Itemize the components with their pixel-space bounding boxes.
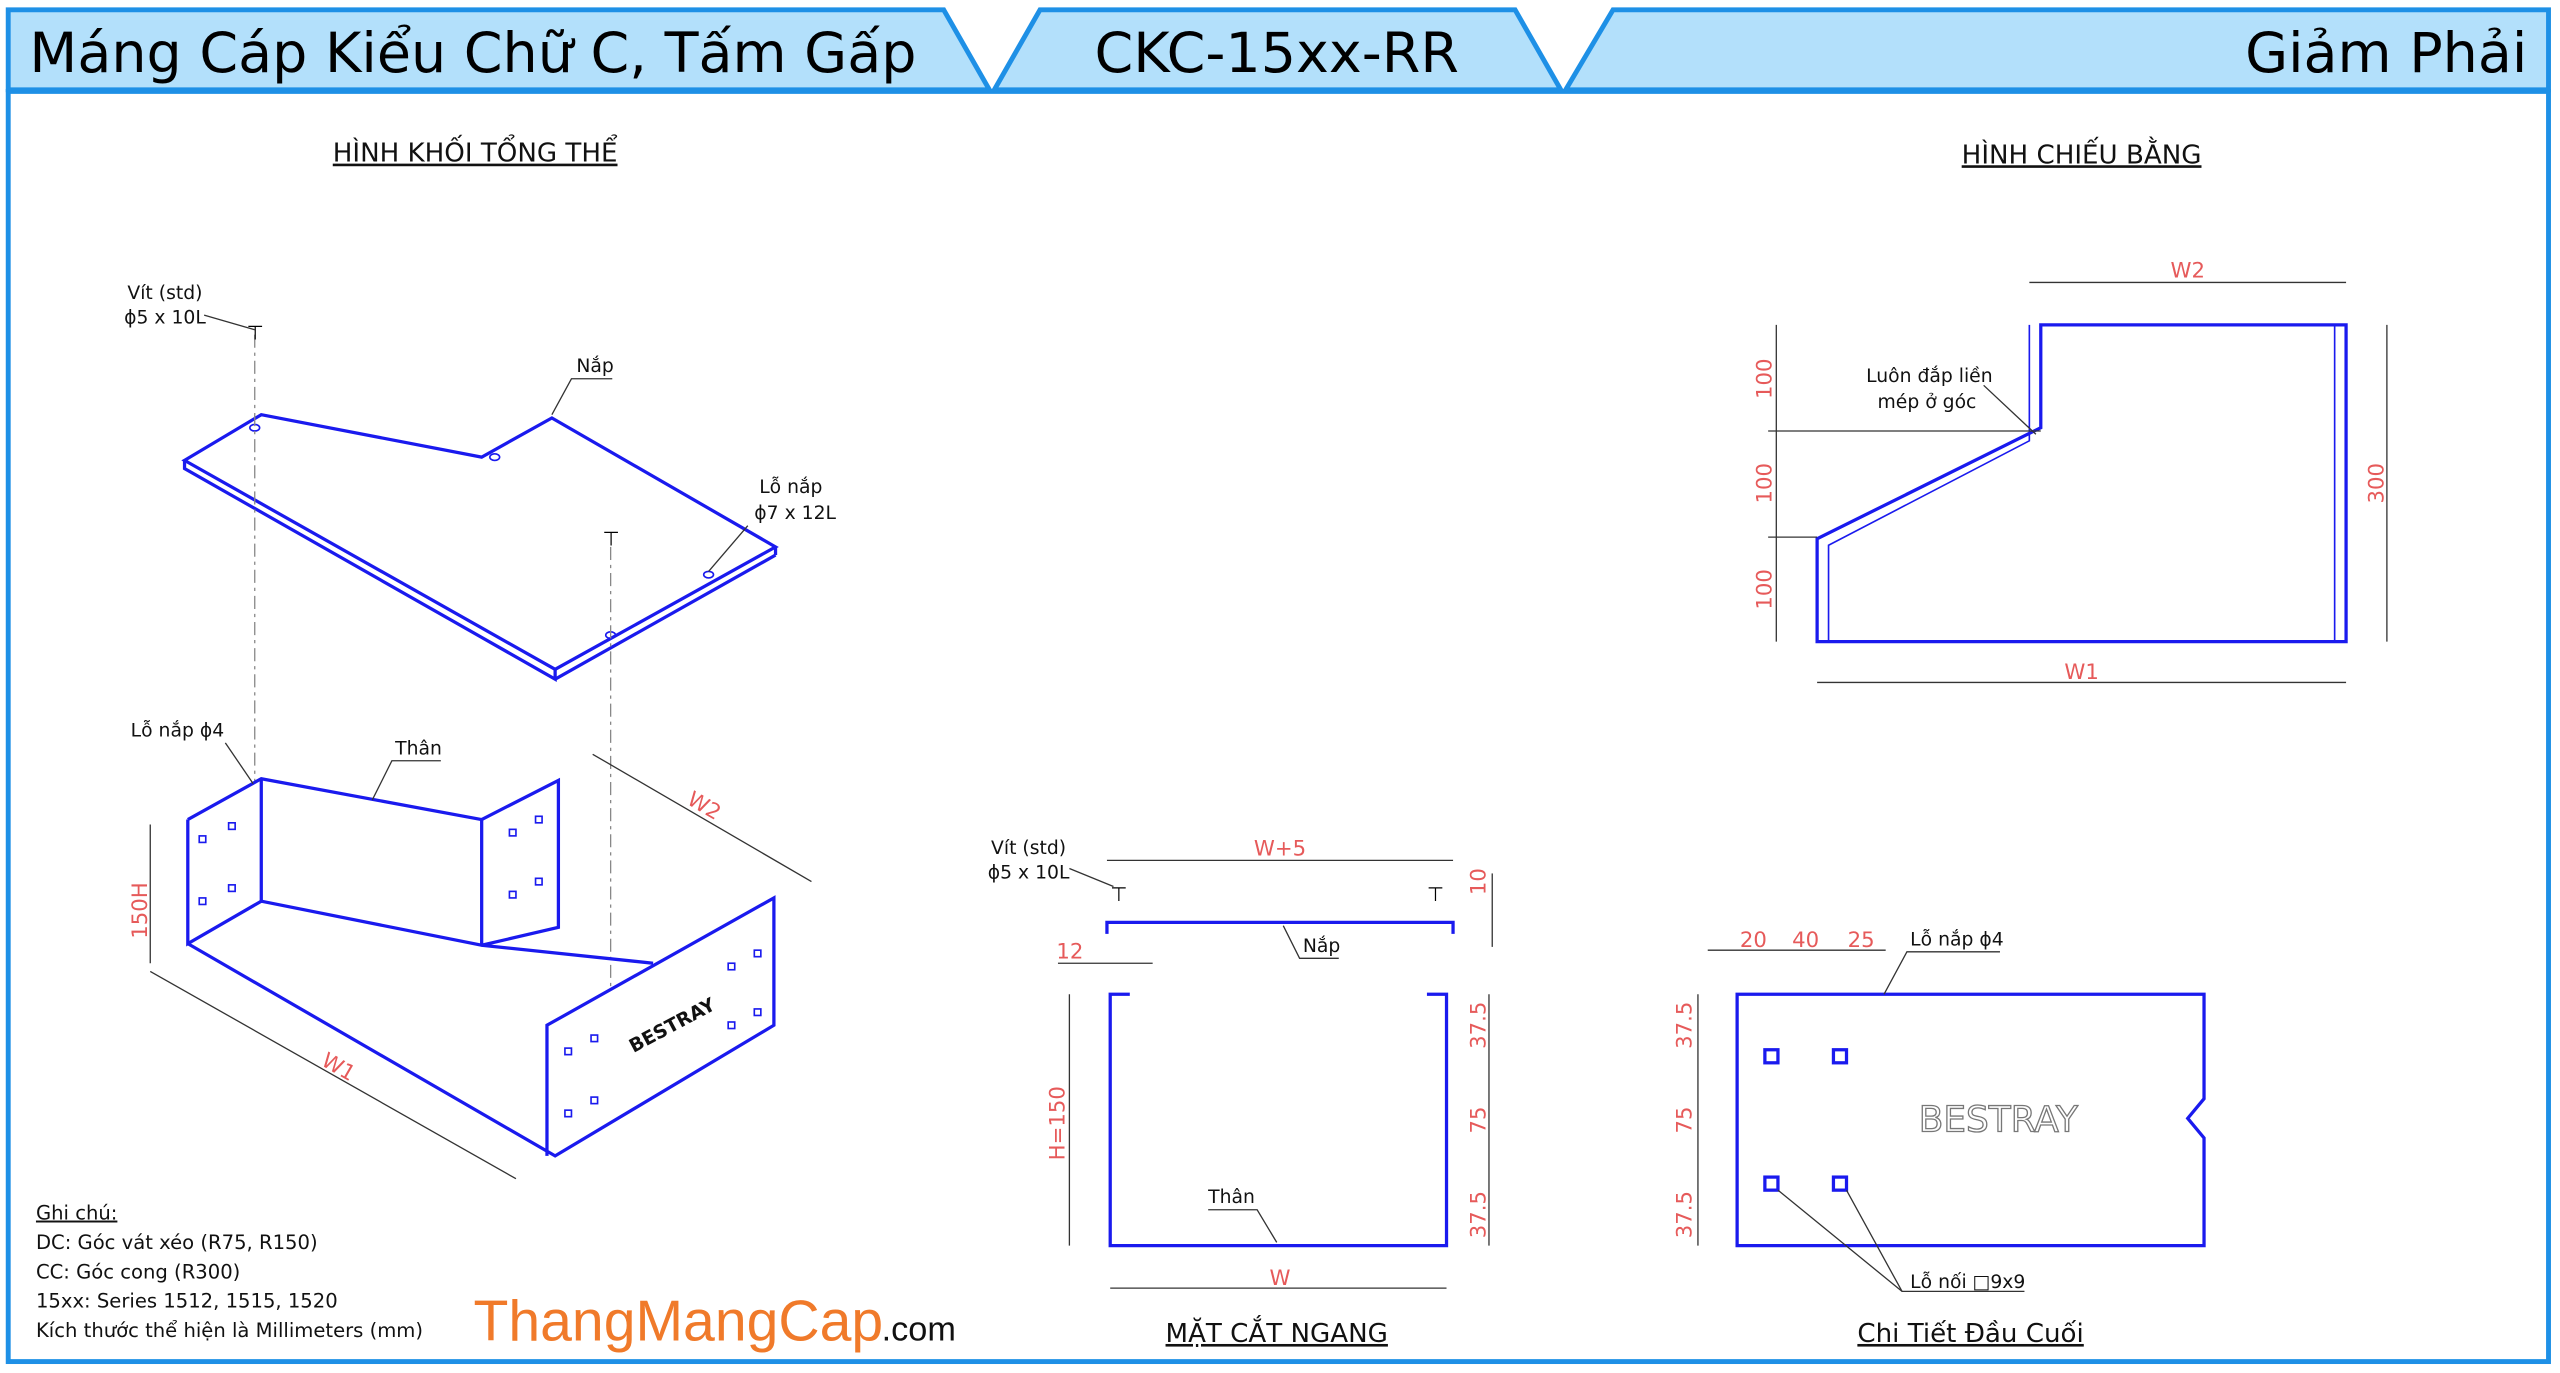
body-hole-label: Lỗ nắp ϕ4	[131, 718, 225, 741]
tray-body	[186, 777, 561, 947]
screw-icon: ⊤	[247, 322, 264, 345]
plan-dim-100-bottom: 100	[1752, 569, 1777, 610]
cover-plate	[181, 412, 779, 672]
dim-75: 75	[1467, 1106, 1492, 1133]
dim-w1: W1	[317, 1048, 359, 1087]
cover-hole-size-label: ϕ7 x 12L	[754, 503, 836, 524]
plan-outline	[1815, 323, 2348, 644]
note-line: DC: Góc vát xéo (R75, R150)	[36, 1231, 318, 1254]
dim-h: H=150	[1045, 1086, 1070, 1160]
section-body	[1108, 992, 1449, 1248]
logo-suffix: .com	[882, 1310, 956, 1348]
corner-note-2: mép ở góc	[1878, 392, 1977, 413]
note-line: Kích thước thể hiện là Millimeters (mm)	[36, 1319, 423, 1342]
plan-view: HÌNH CHIẾU BẰNG W2 W1 300 100 100 100 Lu…	[1752, 135, 2389, 685]
dim-w: W	[1270, 1266, 1291, 1291]
plan-dim-300: 300	[2365, 463, 2390, 504]
screw-label: Vít (std)	[127, 283, 202, 304]
plan-dim-w2: W2	[2170, 259, 2204, 284]
plan-dim-100-top: 100	[1752, 359, 1777, 400]
section-body-label: Thân	[1207, 1187, 1255, 1208]
end-detail-title: Chi Tiết Đầu Cuối	[1857, 1319, 2083, 1349]
section-cover-label: Nắp	[1303, 934, 1340, 957]
dim-25: 25	[1848, 928, 1875, 953]
end-plate	[1735, 992, 2206, 1248]
product-code: CKC-15xx-RR	[1095, 21, 1459, 86]
dim-20: 20	[1740, 928, 1767, 953]
iso-view-title: HÌNH KHỐI TỔNG THỂ	[333, 134, 618, 169]
dim-37-5-top: 37.5	[1467, 1002, 1492, 1049]
screw-size-label: ϕ5 x 10L	[124, 307, 206, 328]
dim-w-plus-5: W+5	[1254, 836, 1306, 861]
notes: Ghi chú: DC: Góc vát xéo (R75, R150) CC:…	[36, 1202, 423, 1343]
cross-section-view: MẶT CẮT NGANG ⊤ ⊤ W+5 W H=150 37.5 75 37…	[988, 836, 1493, 1349]
screw-icon: ⊤	[602, 527, 619, 550]
end-dim-37-5-top: 37.5	[1672, 1002, 1697, 1049]
product-title: Máng Cáp Kiểu Chữ C, Tấm Gấp	[29, 21, 916, 86]
body-label: Thân	[394, 738, 442, 759]
section-screw-size: ϕ5 x 10L	[988, 862, 1070, 883]
note-line: CC: Góc cong (R300)	[36, 1260, 240, 1283]
end-hole-label: Lỗ nắp ϕ4	[1910, 927, 2004, 950]
dim-height: 150H	[128, 882, 153, 938]
notes-heading: Ghi chú:	[36, 1202, 117, 1225]
isometric-view: HÌNH KHỐI TỔNG THỂ ⊤ ⊤ BESTRAY Vít (std)	[124, 134, 837, 1180]
note-line: 15xx: Series 1512, 1515, 1520	[36, 1290, 338, 1313]
corner-note: Luôn đắp liền	[1866, 364, 1993, 387]
joint-hole-label: Lỗ nối □9x9	[1910, 1271, 2025, 1293]
section-screw-label: Vít (std)	[991, 838, 1066, 859]
screw-icon: ⊤	[1110, 883, 1127, 906]
section-title: MẶT CẮT NGANG	[1166, 1314, 1388, 1349]
screw-icon: ⊤	[1427, 883, 1444, 906]
header-bar: Máng Cáp Kiểu Chữ C, Tấm Gấp CKC-15xx-RR…	[5, 7, 2551, 93]
brand-mark: BESTRAY	[1919, 1099, 2078, 1140]
dim-12: 12	[1056, 939, 1083, 964]
dim-w2: W2	[683, 787, 725, 826]
cover-hole-label: Lỗ nắp	[759, 475, 822, 498]
plan-view-title: HÌNH CHIẾU BẰNG	[1962, 135, 2202, 170]
end-dim-75: 75	[1672, 1106, 1697, 1133]
logo-main: ThangMangCap	[474, 1289, 884, 1353]
plan-dim-100-mid: 100	[1752, 463, 1777, 504]
dim-10: 10	[1467, 868, 1492, 895]
dim-40: 40	[1792, 928, 1819, 953]
plan-dim-w1: W1	[2064, 660, 2098, 685]
joint-holes	[1763, 1048, 1849, 1192]
product-variant: Giảm Phải	[2245, 21, 2527, 86]
brand-mark: BESTRAY	[626, 994, 719, 1057]
dim-37-5-bottom: 37.5	[1467, 1191, 1492, 1238]
site-logo: ThangMangCap .com	[474, 1289, 956, 1353]
section-cover	[1105, 920, 1455, 934]
cover-label: Nắp	[576, 354, 613, 377]
end-detail-view: Chi Tiết Đầu Cuối BESTRAY 20 40 25 Lỗ nắ…	[1672, 927, 2206, 1349]
end-dim-37-5-bottom: 37.5	[1672, 1191, 1697, 1238]
